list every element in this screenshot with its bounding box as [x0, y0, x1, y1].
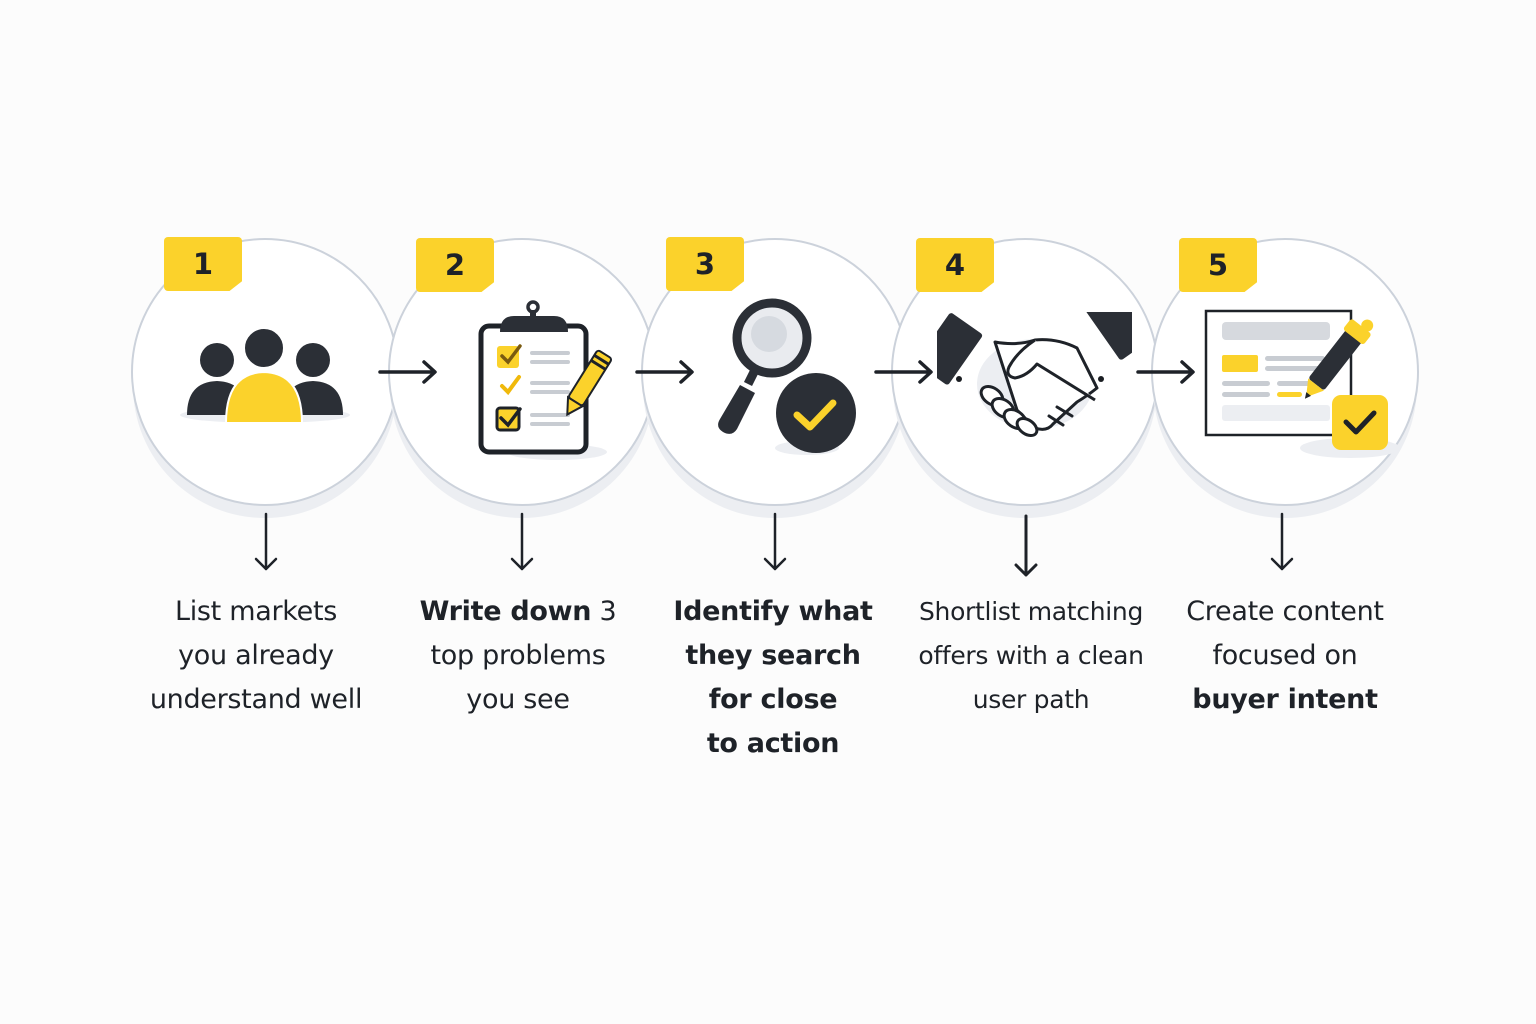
- label-line: top problems: [430, 640, 606, 671]
- arrow-down-icon: [510, 512, 534, 571]
- step-3-badge: 3: [666, 237, 744, 291]
- arrow-down-icon: [1014, 514, 1038, 577]
- label-line: to action: [706, 728, 840, 759]
- handshake-icon: [937, 312, 1132, 438]
- step-2-badge: 2: [416, 238, 494, 292]
- label-suffix: 3: [591, 596, 617, 627]
- label-line: understand well: [149, 684, 363, 715]
- label-line: focused on: [1212, 640, 1358, 671]
- arrow-down-icon: [254, 512, 278, 571]
- magnifier-check-icon: [718, 298, 856, 455]
- label-line: you already: [178, 640, 334, 671]
- label-line: Shortlist matching: [918, 597, 1144, 626]
- label-line: Create content: [1186, 596, 1384, 627]
- clipboard-checklist-icon: [478, 300, 612, 460]
- label-line: buyer intent: [1192, 684, 1378, 715]
- label-line: for close: [708, 684, 838, 715]
- people-group-icon: [180, 327, 350, 424]
- label-line: Write down 3: [388, 590, 648, 634]
- arrow-right-icon: [874, 360, 933, 384]
- arrow-down-icon: [1270, 512, 1294, 571]
- label-line: user path: [972, 685, 1090, 714]
- label-bold: Write down: [419, 596, 592, 627]
- label-line: offers with a clean: [918, 641, 1144, 670]
- step-5-badge: 5: [1179, 238, 1257, 292]
- label-line: Identify what: [673, 596, 873, 627]
- step-1-badge: 1: [164, 237, 242, 291]
- step-2-label: Write down 3 top problems you see: [388, 590, 648, 722]
- label-line: they search: [685, 640, 861, 671]
- step-5-label: Create content focused on buyer intent: [1150, 590, 1420, 722]
- label-line: you see: [466, 684, 570, 715]
- step-1-label: List markets you already understand well: [126, 590, 386, 722]
- label-line: List markets: [174, 596, 338, 627]
- arrow-right-icon: [635, 360, 694, 384]
- document-pen-check-icon: [1204, 309, 1400, 458]
- arrow-right-icon: [1136, 360, 1195, 384]
- arrow-right-icon: [378, 360, 437, 384]
- step-4-label: Shortlist matching offers with a clean u…: [896, 590, 1166, 722]
- step-4-badge: 4: [916, 238, 994, 292]
- step-3-label: Identify what they search for close to a…: [643, 590, 903, 766]
- arrow-down-icon: [763, 512, 787, 571]
